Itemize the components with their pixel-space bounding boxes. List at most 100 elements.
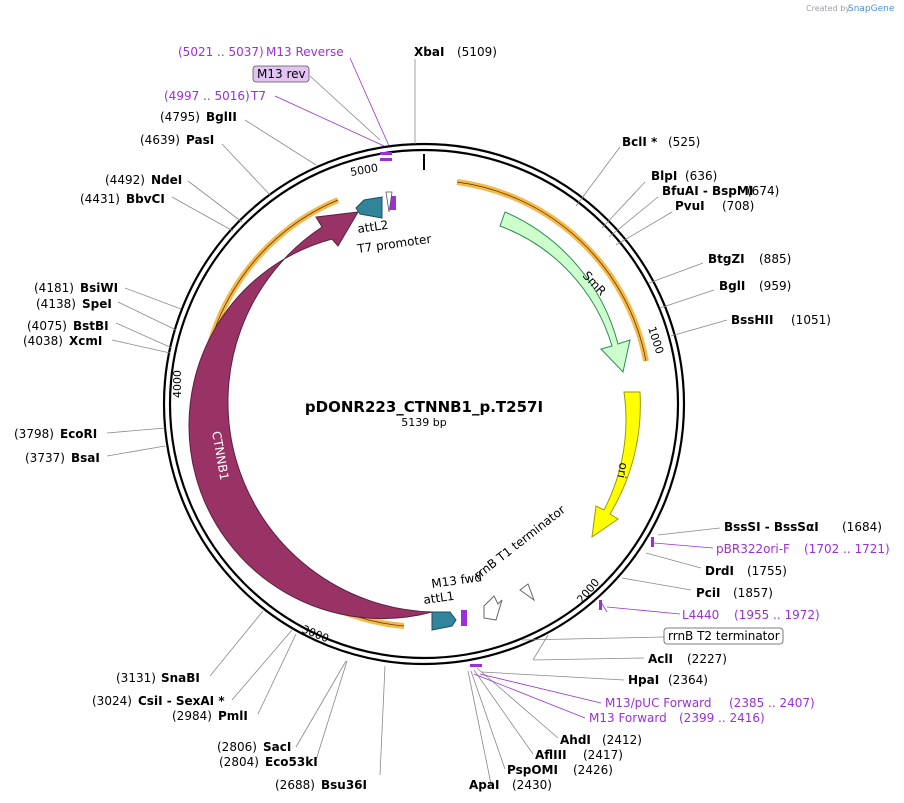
site-name[interactable]: PciI [696, 586, 721, 600]
site-pos: (3737) [25, 451, 65, 465]
site-name[interactable]: PasI [186, 133, 214, 147]
site-name[interactable]: BfuAI - BspMI [662, 184, 753, 198]
site-pos: (1684) [842, 520, 882, 534]
primer-name[interactable]: T7 [250, 89, 266, 103]
site-name[interactable]: BssHII [731, 313, 773, 327]
primer-name[interactable]: pBR322ori-F [716, 542, 790, 556]
site-pos: (1051) [791, 313, 831, 327]
t7-promoter-label: T7 promoter [355, 232, 432, 256]
site-name[interactable]: AclI [648, 652, 673, 666]
site-name[interactable]: EcoRI [60, 427, 97, 441]
smr-highlight [456, 179, 649, 362]
tick-2000: 2000 [574, 576, 602, 606]
site-name[interactable]: Bsu36I [321, 778, 367, 792]
site-name[interactable]: BtgZI [708, 252, 745, 266]
site-pos: (2417) [583, 748, 623, 762]
site-pos: (2984) [172, 709, 212, 723]
site-name[interactable]: XcmI [69, 334, 102, 348]
attL2-feature[interactable] [355, 196, 383, 219]
site-pos: (4492) [105, 173, 145, 187]
site-name[interactable]: BstBI [73, 319, 109, 333]
primer-name[interactable]: M13 Reverse [266, 45, 344, 59]
m13-rev-box[interactable] [252, 65, 310, 83]
site-pos: (2364) [668, 673, 708, 687]
site-name[interactable]: BsiWI [80, 281, 118, 295]
site-pos: (3024) [92, 694, 132, 708]
site-name[interactable]: BsaI [71, 451, 100, 465]
backbone-inner-strand [168, 148, 680, 660]
site-name[interactable]: BglI [719, 279, 745, 293]
site-name[interactable]: BbvCI [126, 192, 165, 206]
site-pos: (4181) [34, 281, 74, 295]
primer-pos: (5021 .. 5037) [178, 45, 264, 59]
site-pos: (1755) [747, 564, 787, 578]
site-pos: (3131) [116, 671, 156, 685]
site-pos: (2227) [687, 652, 727, 666]
site-pos: (1857) [733, 586, 773, 600]
m13-rev-label: M13 rev [257, 67, 306, 81]
primer-leader-lines [274, 57, 714, 719]
primer-marks [380, 152, 654, 667]
plasmid-name: pDONR223_CTNNB1_p.T257I [305, 398, 543, 416]
rrnb-t1-label: rrnB T1 terminator [471, 503, 568, 583]
site-name[interactable]: BssSI - BssSαI [724, 520, 819, 534]
rrnb-t2-label: rrnB T2 terminator [668, 629, 780, 643]
site-name[interactable]: BlpI [651, 169, 677, 183]
attL2-label: attL2 [356, 218, 389, 236]
primer-labels: M13 Reverse (5021 .. 5037) T7 (4997 .. 5… [164, 45, 890, 725]
site-pos: (4795) [160, 110, 200, 124]
site-pos: (674) [747, 184, 779, 198]
site-name[interactable]: XbaI [414, 45, 444, 59]
site-name[interactable]: AflIII [535, 748, 567, 762]
smr-feature[interactable] [499, 211, 631, 374]
site-name[interactable]: CsiI - SexAI * [138, 694, 225, 708]
site-name[interactable]: SacI [263, 740, 291, 754]
site-pos: (2430) [512, 778, 552, 792]
site-name[interactable]: ApaI [469, 778, 499, 792]
primer-name[interactable]: M13 Forward [589, 711, 667, 725]
site-pos: (885) [759, 252, 791, 266]
site-pos: (4075) [27, 319, 67, 333]
site-name[interactable]: BclI * [622, 135, 658, 149]
rrnb-t1b-feature [519, 583, 536, 602]
rrnb-t1-feature[interactable] [483, 595, 503, 621]
tick-3000: 3000 [300, 623, 331, 646]
site-name[interactable]: DrdI [705, 564, 734, 578]
attL1-feature[interactable] [431, 611, 457, 631]
ori-feature[interactable] [591, 391, 641, 539]
site-pos: (525) [668, 135, 700, 149]
tick-4000: 4000 [171, 370, 184, 398]
restriction-sites: XbaI (5109) BclI * (525) BlpI (636) BfuA… [14, 45, 882, 792]
site-pos: (5109) [457, 45, 497, 59]
site-leader-lines [106, 59, 728, 785]
site-name[interactable]: PvuI [675, 199, 705, 213]
site-pos: (2804) [219, 755, 259, 769]
site-pos: (4431) [80, 192, 120, 206]
site-name[interactable]: PspOMI [507, 763, 558, 777]
site-pos: (4639) [140, 133, 180, 147]
site-name[interactable]: AhdI [560, 733, 591, 747]
smr-highlight-edge [456, 181, 647, 362]
primer-name[interactable]: M13/pUC Forward [605, 696, 712, 710]
rrnb-t2-box[interactable] [663, 627, 784, 645]
site-pos: (2412) [602, 733, 642, 747]
primer-name[interactable]: L4440 [682, 608, 719, 622]
backbone-outer-strand [162, 142, 686, 666]
site-name[interactable]: Eco53kI [265, 755, 318, 769]
site-name[interactable]: PmlI [218, 709, 248, 723]
site-name[interactable]: HpaI [628, 673, 659, 687]
site-pos: (2426) [573, 763, 613, 777]
site-name[interactable]: SpeI [82, 297, 112, 311]
primer-pos: (1702 .. 1721) [804, 542, 890, 556]
feature-leader-lines [309, 75, 665, 641]
m13-fwd-mark [461, 610, 467, 626]
ctnnb1-feature[interactable] [188, 211, 433, 629]
primer-pos: (2385 .. 2407) [729, 696, 815, 710]
ori-label: ori [614, 461, 630, 479]
attL1-label: attL1 [422, 589, 455, 607]
site-pos: (2806) [217, 740, 257, 754]
site-name[interactable]: NdeI [151, 173, 182, 187]
site-name[interactable]: BglII [206, 110, 237, 124]
plasmid-length: 5139 bp [401, 416, 446, 429]
site-name[interactable]: SnaBI [161, 671, 200, 685]
